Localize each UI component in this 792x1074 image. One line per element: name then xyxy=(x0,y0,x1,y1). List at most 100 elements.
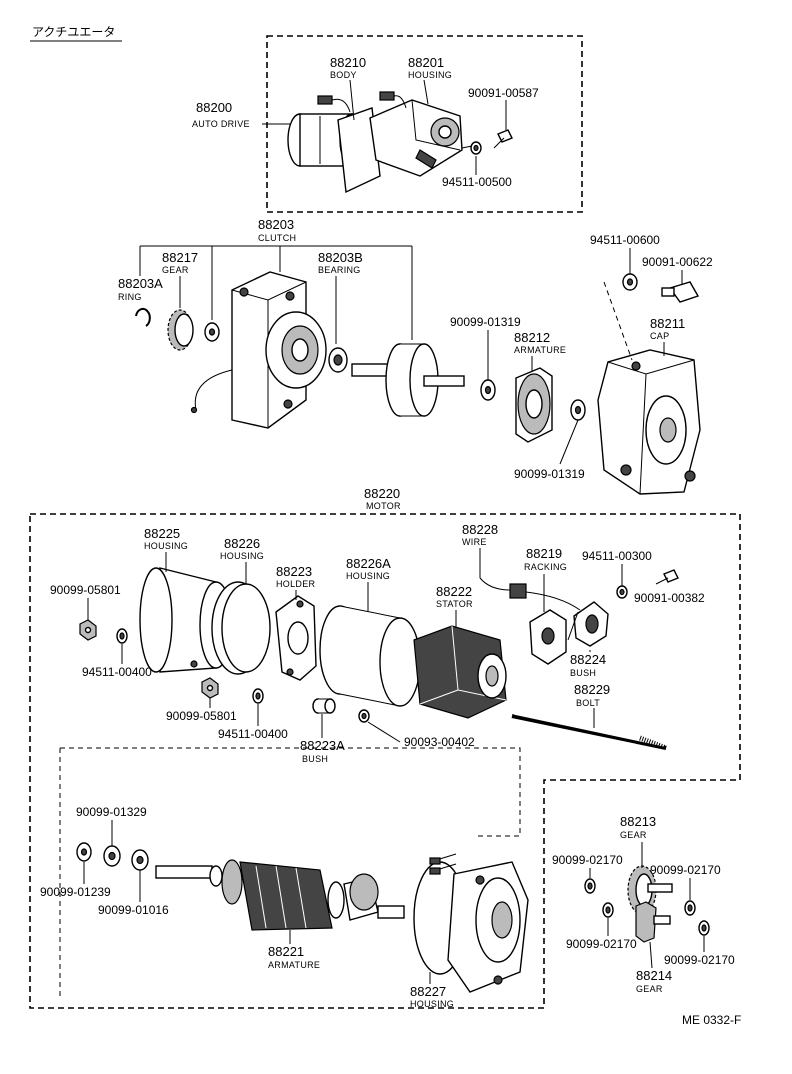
clutch-bracket-lines xyxy=(139,245,413,340)
label-88225: 88225 HOUSING xyxy=(144,526,188,572)
armature-88212 xyxy=(515,367,586,443)
label-88211: 88211 CAP xyxy=(650,316,685,356)
label-88228: 88228 WIRE xyxy=(462,522,498,578)
label-90091-00622: 90091-00622 xyxy=(642,255,713,284)
racking-88219 xyxy=(529,609,567,665)
svg-text:88228: 88228 xyxy=(462,522,498,537)
svg-text:STATOR: STATOR xyxy=(436,599,473,609)
label-90099-01239: 90099-01239 xyxy=(40,862,111,899)
svg-text:88220: 88220 xyxy=(364,486,400,501)
svg-text:90099-05801: 90099-05801 xyxy=(50,583,121,597)
svg-text:BODY: BODY xyxy=(330,70,357,80)
label-94511-00400-upper: 94511-00400 xyxy=(82,644,152,679)
svg-text:90093-00402: 90093-00402 xyxy=(404,735,475,749)
svg-text:HOLDER: HOLDER xyxy=(276,579,316,589)
washer-90099-01329 xyxy=(103,845,121,867)
svg-text:RING: RING xyxy=(118,292,142,302)
svg-text:90099-01329: 90099-01329 xyxy=(76,805,147,819)
label-94511-00400-lower: 94511-00400 xyxy=(218,704,288,741)
label-88210: 88210 BODY xyxy=(330,55,366,121)
svg-text:88223A: 88223A xyxy=(300,738,345,753)
label-88212: 88212 ARMATURE xyxy=(514,330,566,372)
bush-88224 xyxy=(567,601,609,647)
label-90099-02170-c: 90099-02170 xyxy=(566,918,637,951)
label-90099-02170-d: 90099-02170 xyxy=(664,936,735,967)
svg-text:88222: 88222 xyxy=(436,584,472,599)
holder-88223 xyxy=(275,595,317,681)
label-88203B: 88203B BEARING xyxy=(318,250,363,344)
label-90091-00587: 90091-00587 xyxy=(468,86,539,130)
housing-88226A xyxy=(319,605,421,707)
svg-text:90099-01319: 90099-01319 xyxy=(450,315,521,329)
label-94511-00500: 94511-00500 xyxy=(442,156,512,189)
washer-90099-02170-c xyxy=(602,902,614,918)
gear-88213 xyxy=(627,865,673,915)
svg-text:GEAR: GEAR xyxy=(636,984,663,994)
nut-90099-05801-lower xyxy=(201,677,219,699)
svg-text:88211: 88211 xyxy=(650,316,685,331)
label-88226A: 88226A HOUSING xyxy=(346,556,391,612)
washer-94511-00400-lower xyxy=(252,688,264,704)
svg-text:GEAR: GEAR xyxy=(620,830,647,840)
label-90099-05801-upper: 90099-05801 xyxy=(50,583,121,620)
svg-text:94511-00400: 94511-00400 xyxy=(82,665,152,679)
svg-text:90099-02170: 90099-02170 xyxy=(664,953,735,967)
label-88217: 88217 GEAR xyxy=(162,250,198,308)
svg-text:94511-00400: 94511-00400 xyxy=(218,727,288,741)
fasteners-racking xyxy=(616,569,679,599)
svg-text:88203: 88203 xyxy=(258,217,294,232)
label-90099-01016: 90099-01016 xyxy=(98,870,169,917)
svg-text:88213: 88213 xyxy=(620,814,656,829)
armature-subgroup-outline xyxy=(59,747,521,1000)
cap-88211 xyxy=(597,349,701,495)
svg-text:90099-02170: 90099-02170 xyxy=(650,863,721,877)
label-88201: 88201 HOUSING xyxy=(408,55,452,105)
washer-94511-00400-upper xyxy=(116,628,128,644)
svg-text:88229: 88229 xyxy=(574,682,610,697)
clutch-parts xyxy=(135,271,465,429)
diagram-title: アクチユエータ xyxy=(32,25,115,39)
svg-text:CLUTCH: CLUTCH xyxy=(258,233,296,243)
label-88203: 88203 CLUTCH xyxy=(258,217,296,243)
label-90099-02170-a: 90099-02170 xyxy=(552,853,623,878)
svg-text:RACKING: RACKING xyxy=(524,562,567,572)
svg-text:88203A: 88203A xyxy=(118,276,163,291)
label-88222: 88222 STATOR xyxy=(436,584,473,628)
svg-text:90099-05801: 90099-05801 xyxy=(166,709,237,723)
stator-88222 xyxy=(413,625,507,719)
svg-text:HOUSING: HOUSING xyxy=(144,541,188,551)
svg-text:HOUSING: HOUSING xyxy=(408,70,452,80)
svg-text:88224: 88224 xyxy=(570,652,606,667)
svg-text:88200: 88200 xyxy=(196,100,232,115)
svg-text:88214: 88214 xyxy=(636,968,672,983)
svg-text:HOUSING: HOUSING xyxy=(346,571,390,581)
label-88227: 88227 HOUSING xyxy=(410,972,454,1009)
bolt-88229 xyxy=(511,713,667,751)
label-88223: 88223 HOLDER xyxy=(276,564,316,600)
label-90099-02170-b: 90099-02170 xyxy=(650,863,721,900)
svg-text:BUSH: BUSH xyxy=(302,754,328,764)
washer-90099-01016 xyxy=(131,849,149,871)
svg-text:88226A: 88226A xyxy=(346,556,391,571)
svg-text:90091-00382: 90091-00382 xyxy=(634,591,705,605)
nut-90099-05801-upper xyxy=(79,619,97,641)
svg-text:88221: 88221 xyxy=(268,944,304,959)
label-88226: 88226 HOUSING xyxy=(220,536,264,584)
svg-text:HOUSING: HOUSING xyxy=(220,551,264,561)
svg-text:88227: 88227 xyxy=(410,984,446,999)
svg-text:88210: 88210 xyxy=(330,55,366,70)
svg-text:90091-00622: 90091-00622 xyxy=(642,255,713,269)
svg-text:88226: 88226 xyxy=(224,536,260,551)
armature-88221 xyxy=(155,859,405,931)
label-90091-00382: 90091-00382 xyxy=(634,591,705,605)
svg-text:88217: 88217 xyxy=(162,250,198,265)
svg-text:88212: 88212 xyxy=(514,330,550,345)
label-90093-00402: 90093-00402 xyxy=(367,721,475,749)
washer-90099-01239 xyxy=(76,842,92,862)
housing-88227 xyxy=(413,853,529,993)
wire-88228 xyxy=(479,577,581,611)
svg-text:88219: 88219 xyxy=(526,546,562,561)
figure-code: ME 0332-F xyxy=(682,1013,741,1027)
svg-text:88203B: 88203B xyxy=(318,250,363,265)
bush-88223A xyxy=(312,698,336,714)
